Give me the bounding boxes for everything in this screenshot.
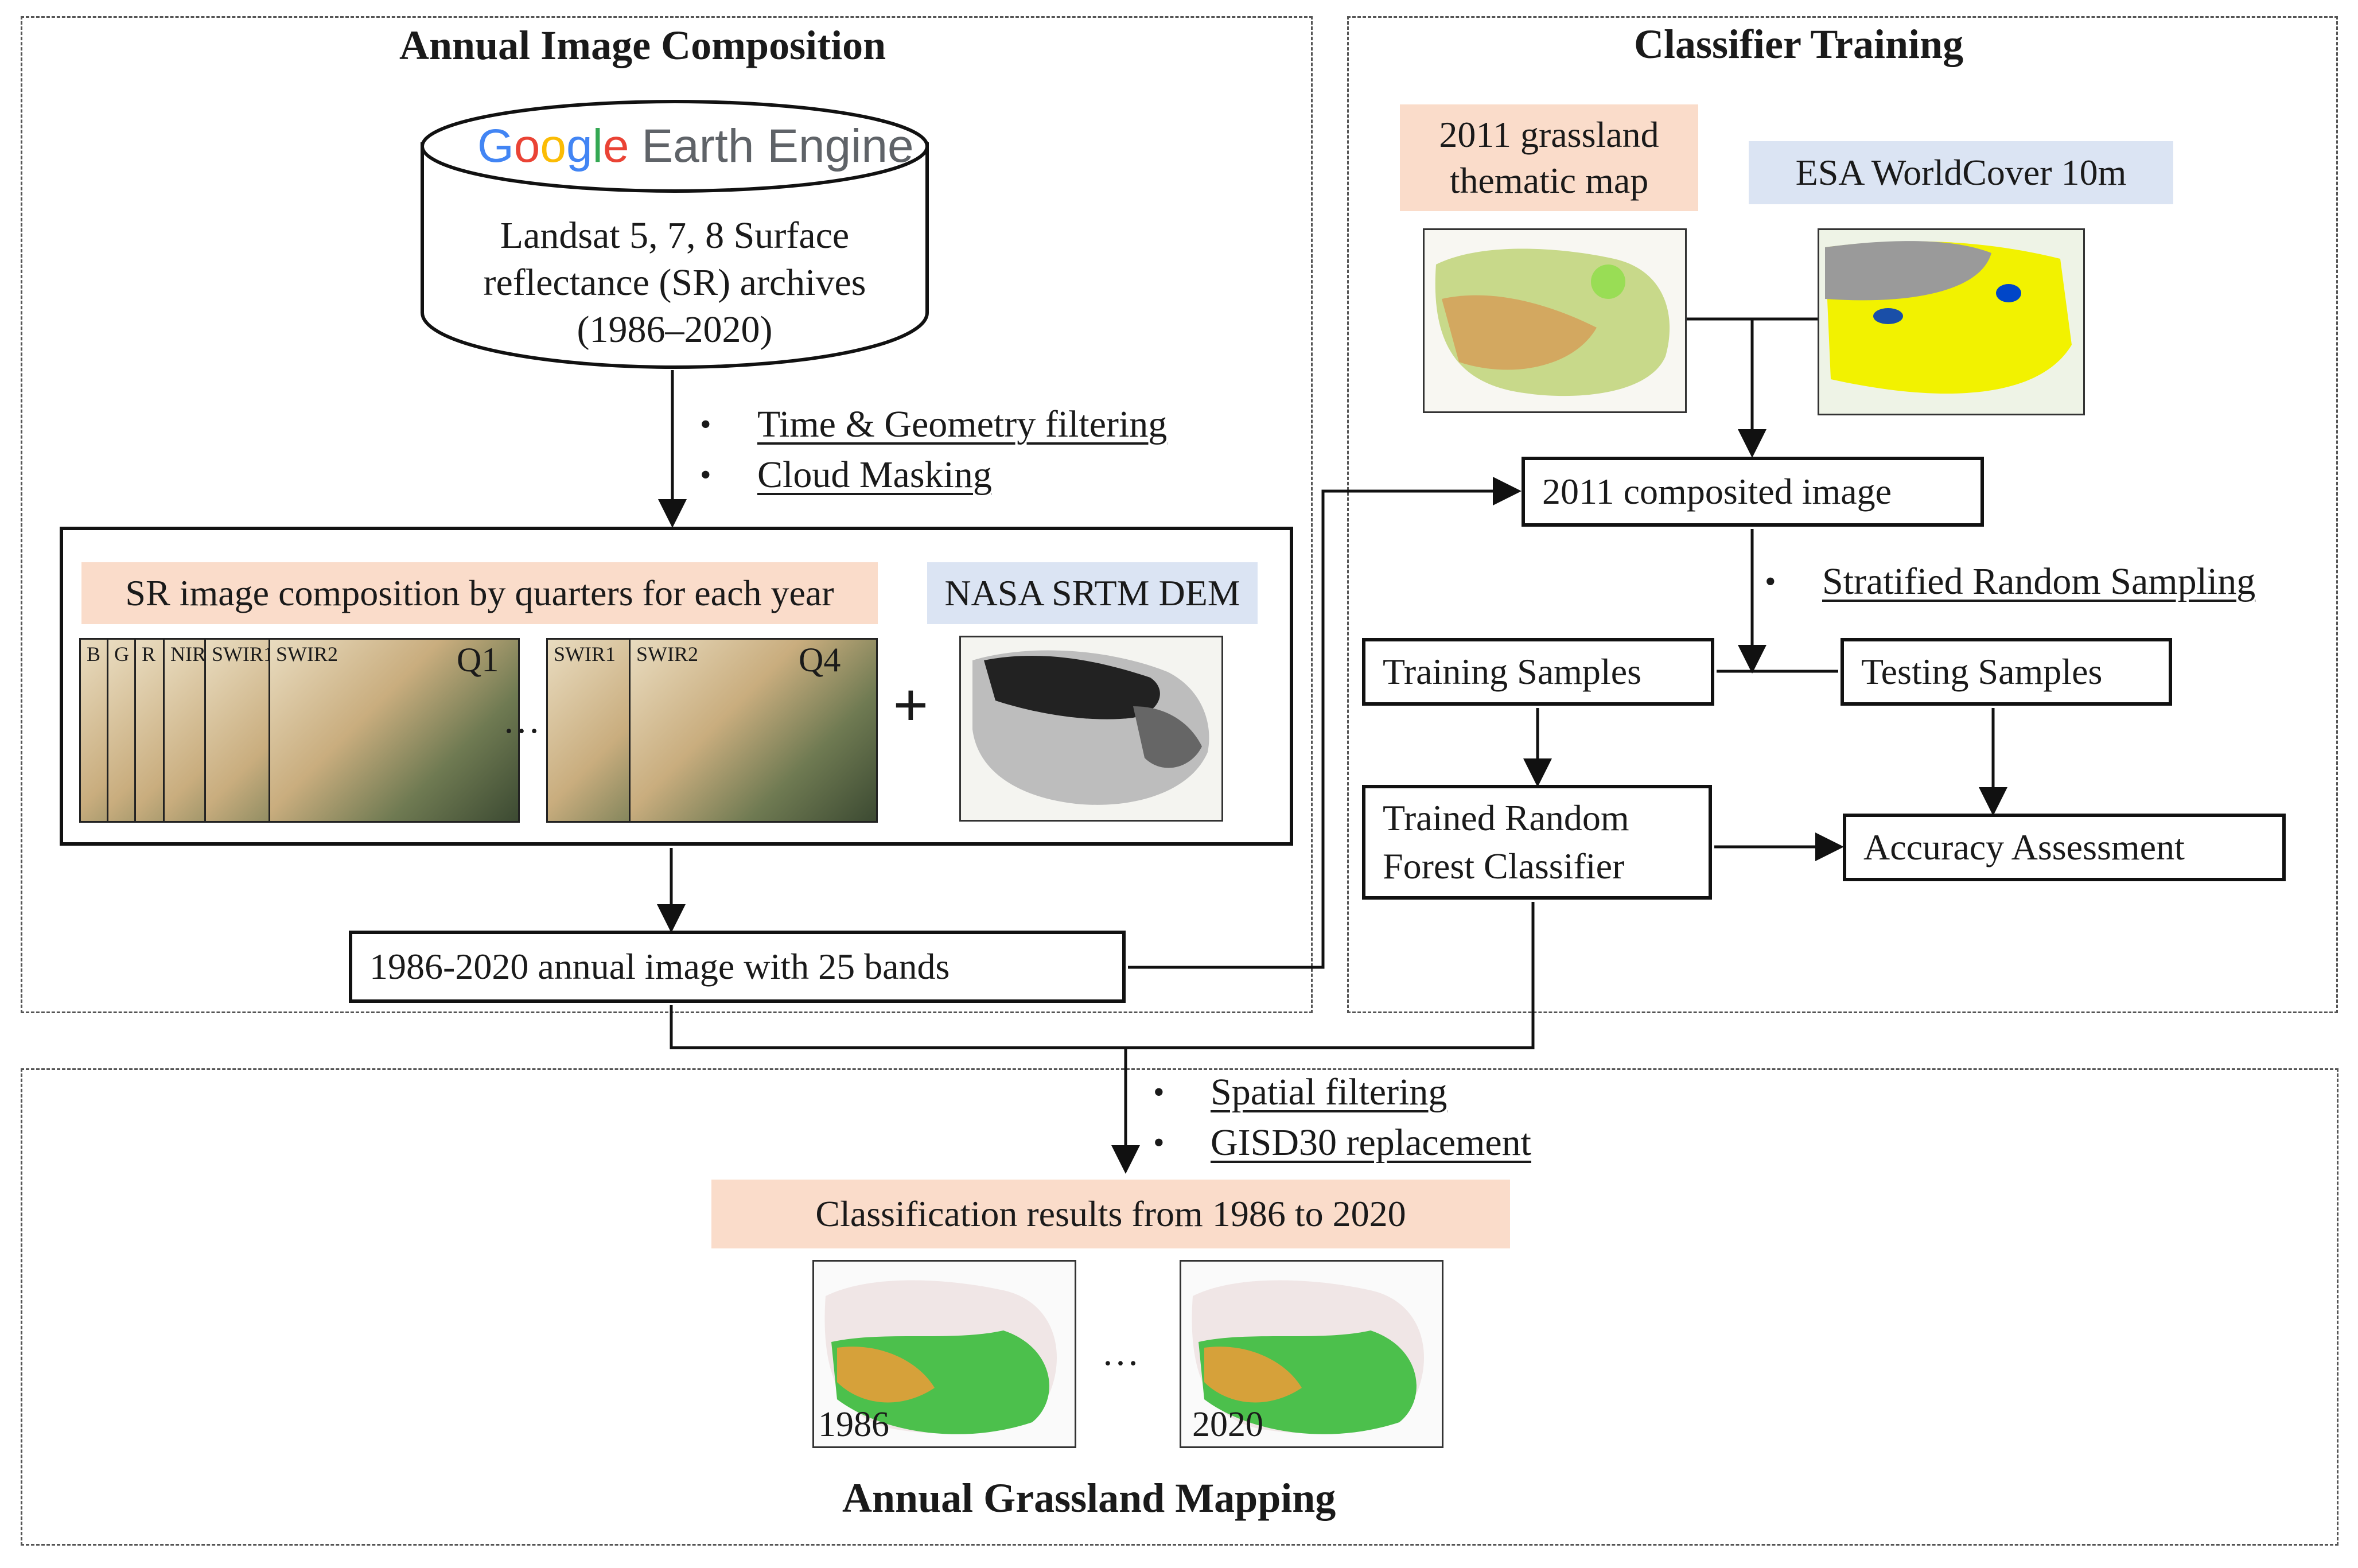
annual-mapping-section — [21, 1068, 2338, 1546]
sampling-step: •Stratified Random Sampling — [1765, 557, 2255, 607]
dem-map — [959, 636, 1223, 822]
esa-worldcover-image — [1818, 228, 2085, 415]
q1-label: Q1 — [457, 641, 499, 679]
results-label: Classification results from 1986 to 2020 — [711, 1180, 1510, 1248]
earth-engine-text: Earth Engine — [641, 120, 914, 172]
postprocess-step: •GISD30 replacement — [1153, 1122, 1531, 1164]
classifier-training-section — [1347, 16, 2338, 1013]
testing-samples-box: Testing Samples — [1841, 638, 2172, 706]
result-map-2020 — [1180, 1260, 1443, 1448]
band-layer: SWIR2 — [269, 638, 520, 823]
google-letter: g — [566, 120, 593, 172]
annual-composition-section — [21, 16, 1313, 1013]
filter-step: •Time & Geometry filtering — [700, 403, 1168, 445]
annual-composition-title: Annual Image Composition — [399, 22, 886, 68]
classifier-training-title: Classifier Training — [1634, 21, 1964, 67]
archive-line-3: (1986–2020) — [577, 309, 773, 351]
google-logo-text: Google — [477, 120, 629, 172]
filter-steps: •Time & Geometry filtering •Cloud Maskin… — [700, 399, 1167, 500]
thematic-map-label: 2011 grassland thematic map — [1400, 104, 1698, 211]
google-letter: l — [592, 120, 603, 172]
year-2020-label: 2020 — [1192, 1405, 1263, 1444]
annual-image-box: 1986-2020 annual image with 25 bands — [349, 931, 1126, 1003]
archive-line-2: reflectance (SR) archives — [483, 262, 866, 304]
q4-label: Q4 — [799, 641, 841, 679]
google-letter: G — [477, 120, 514, 172]
result-map-1986 — [812, 1260, 1076, 1448]
results-ellipsis: … — [1102, 1332, 1139, 1374]
esa-worldcover-label: ESA WorldCover 10m — [1749, 141, 2173, 204]
sr-composition-label: SR image composition by quarters for eac… — [81, 562, 878, 624]
band-layer: SWIR2 — [629, 638, 878, 823]
postprocess-step: •Spatial filtering — [1153, 1071, 1448, 1113]
filter-step: •Cloud Masking — [700, 454, 992, 496]
thematic-map-image — [1423, 228, 1687, 413]
sampling-method: •Stratified Random Sampling — [1765, 561, 2256, 602]
composited-image-box: 2011 composited image — [1522, 457, 1984, 527]
postprocess-steps: •Spatial filtering •GISD30 replacement — [1153, 1067, 1531, 1168]
accuracy-assessment-box: Accuracy Assessment — [1843, 814, 2286, 881]
year-1986-label: 1986 — [818, 1405, 889, 1444]
training-samples-box: Training Samples — [1362, 638, 1714, 706]
google-letter: o — [540, 120, 567, 172]
landsat-archive-text: Landsat 5, 7, 8 Surface reflectance (SR)… — [422, 212, 927, 353]
google-letter: e — [602, 120, 629, 172]
random-forest-line-1: Trained Random — [1383, 797, 1629, 838]
random-forest-line-2: Forest Classifier — [1383, 846, 1625, 886]
annual-mapping-title: Annual Grassland Mapping — [842, 1475, 1336, 1521]
quarter-ellipsis: … — [503, 699, 540, 741]
dem-label: NASA SRTM DEM — [927, 562, 1258, 624]
google-letter: o — [513, 120, 540, 172]
archive-line-1: Landsat 5, 7, 8 Surface — [500, 215, 850, 256]
random-forest-box: Trained Random Forest Classifier — [1362, 785, 1712, 900]
plus-sign: + — [893, 670, 929, 740]
